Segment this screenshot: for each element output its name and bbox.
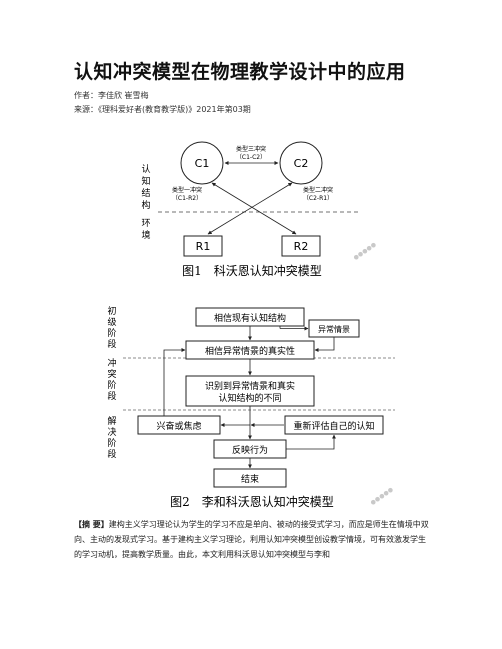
box-anomaly-label: 异常情景 — [318, 324, 350, 334]
type2-sub: （C2-R1） — [303, 195, 333, 202]
box-r2 — [281, 235, 321, 257]
type1-sub: （C1-R2） — [172, 195, 202, 202]
stage3-char-3: 阶 — [107, 437, 116, 449]
box-believe-label: 相信现有认知结构 — [214, 312, 286, 324]
type1-label: 类型一冲突 — [172, 186, 202, 194]
arrow-anomaly-truth — [314, 337, 335, 352]
stage1-char-1: 初 — [107, 305, 116, 317]
circle-c2 — [279, 141, 323, 185]
box-excite — [137, 415, 221, 435]
box-react-label: 反映行为 — [232, 444, 268, 456]
author-line: 作者：李佳欣 崔雪梅 — [74, 91, 149, 100]
r2-label: R2 — [294, 240, 309, 253]
side-label-cognitive-1: 认 — [141, 163, 150, 175]
side-label-cognitive-2: 知 — [141, 175, 150, 187]
box-identify — [185, 375, 315, 407]
box-identify-label-2: 认知结构的不同 — [218, 392, 281, 404]
abstract-tag: 【摘 要】 — [74, 520, 109, 529]
watermark-2: ●●●●● — [369, 486, 394, 507]
arrow-loop-back — [163, 348, 186, 416]
stage2-char-4: 段 — [107, 390, 116, 402]
arrow-react-reevaluate — [286, 434, 336, 450]
side-label-cognitive-3: 结 — [141, 187, 150, 199]
box-identify-label-1: 识别到异常情景和真实 — [205, 380, 295, 392]
stage2-char-2: 突 — [107, 368, 116, 380]
box-end-label: 结束 — [241, 473, 259, 485]
stage1-char-2: 级 — [107, 316, 116, 328]
r1-label: R1 — [196, 240, 211, 253]
box-reevaluate-label: 重新评估自己的认知 — [293, 420, 374, 432]
source-line: 来源：《理科爱好者(教育教学版)》2021年第03期 — [74, 105, 251, 114]
arrow-c2-r1 — [207, 182, 293, 235]
side-label-env-2: 境 — [141, 229, 150, 241]
figure1-diagram: 认 知 结 构 环 境 C1 C2 类型三冲突 （C1-C2） 类型一冲突 （C… — [141, 141, 378, 278]
box-end — [213, 468, 287, 488]
stage3-char-4: 段 — [107, 448, 116, 460]
abstract-paragraph: 【摘 要】建构主义学习理论认为学生的学习不应是单向、被动的接受式学习，而应是师生… — [74, 517, 430, 562]
type2-label: 类型二冲突 — [303, 186, 333, 194]
page-title: 认知冲突模型在物理教学设计中的应用 — [74, 61, 406, 83]
box-excite-label: 兴奋或焦虑 — [156, 420, 201, 432]
stage2-char-1: 冲 — [107, 357, 116, 369]
box-reevaluate — [284, 415, 384, 435]
c1-label: C1 — [195, 157, 210, 170]
stage3-char-2: 决 — [107, 426, 116, 438]
figure2-caption: 图2 李和科沃恩认知冲突模型 — [170, 494, 334, 509]
side-label-env-1: 环 — [141, 218, 150, 229]
stage2-char-3: 阶 — [107, 379, 116, 391]
type3-sub: （C1-C2） — [236, 154, 266, 161]
abstract-text: 建构主义学习理论认为学生的学习不应是单向、被动的接受式学习，而应是师生在情境中双… — [74, 520, 429, 559]
stage3-char-1: 解 — [107, 415, 116, 427]
figure1-caption: 图1 科沃恩认知冲突模型 — [182, 263, 322, 278]
stage1-char-4: 段 — [107, 338, 116, 350]
c2-label: C2 — [294, 157, 309, 170]
side-label-cognitive-4: 构 — [141, 199, 150, 211]
stage1-char-3: 阶 — [107, 327, 116, 339]
box-truth-label: 相信异常情景的真实性 — [205, 345, 295, 357]
box-r1 — [183, 235, 223, 257]
circle-c1 — [180, 141, 224, 185]
type3-label: 类型三冲突 — [236, 145, 266, 153]
